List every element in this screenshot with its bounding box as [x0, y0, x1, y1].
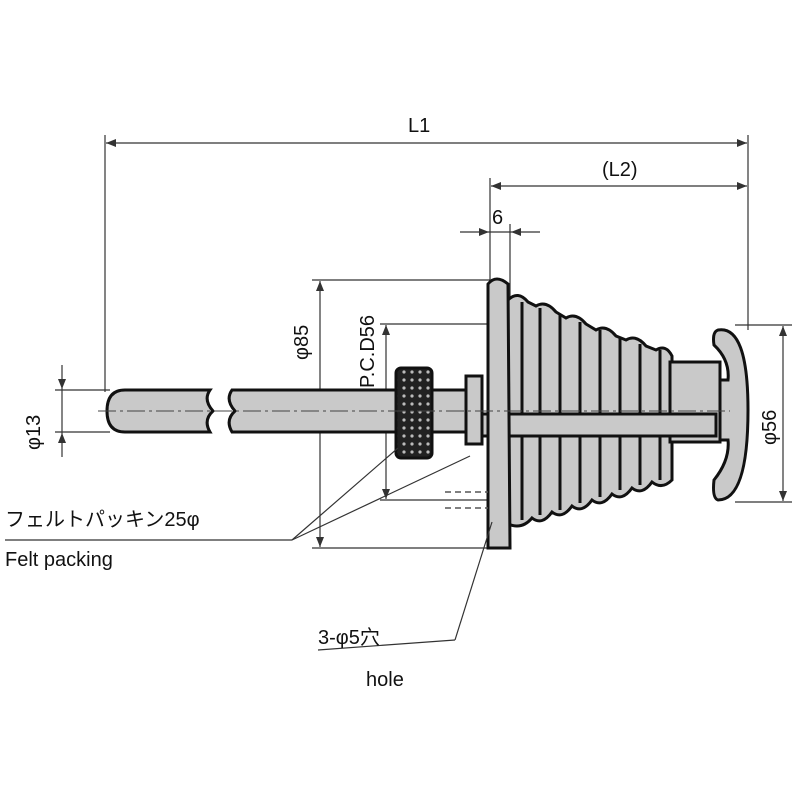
mounting-hole-hidden — [445, 491, 488, 509]
callout-felt-en: Felt packing — [5, 549, 113, 571]
knob — [712, 328, 750, 502]
inner-shaft — [476, 412, 718, 438]
label-flange-diameter: φ85 — [291, 325, 313, 360]
label-pcd: P.C.D56 — [357, 315, 379, 388]
leader-lines — [5, 447, 493, 651]
label-rod-diameter: φ13 — [23, 415, 45, 450]
label-l2: (L2) — [602, 159, 638, 181]
bellows — [506, 294, 674, 528]
label-l1: L1 — [408, 115, 430, 137]
callout-hole-jp: 3-φ5穴 — [318, 626, 380, 649]
extension-lines — [55, 135, 792, 549]
flange — [486, 277, 512, 550]
callout-hole-en: hole — [366, 669, 404, 691]
label-knob-diameter: φ56 — [759, 410, 781, 445]
felt-packing — [394, 366, 434, 460]
collar — [464, 374, 484, 446]
dimension-lines — [58, 139, 787, 547]
callout-felt-jp: フェルトパッキン25φ — [5, 509, 200, 531]
label-flange-thickness: 6 — [492, 207, 503, 229]
